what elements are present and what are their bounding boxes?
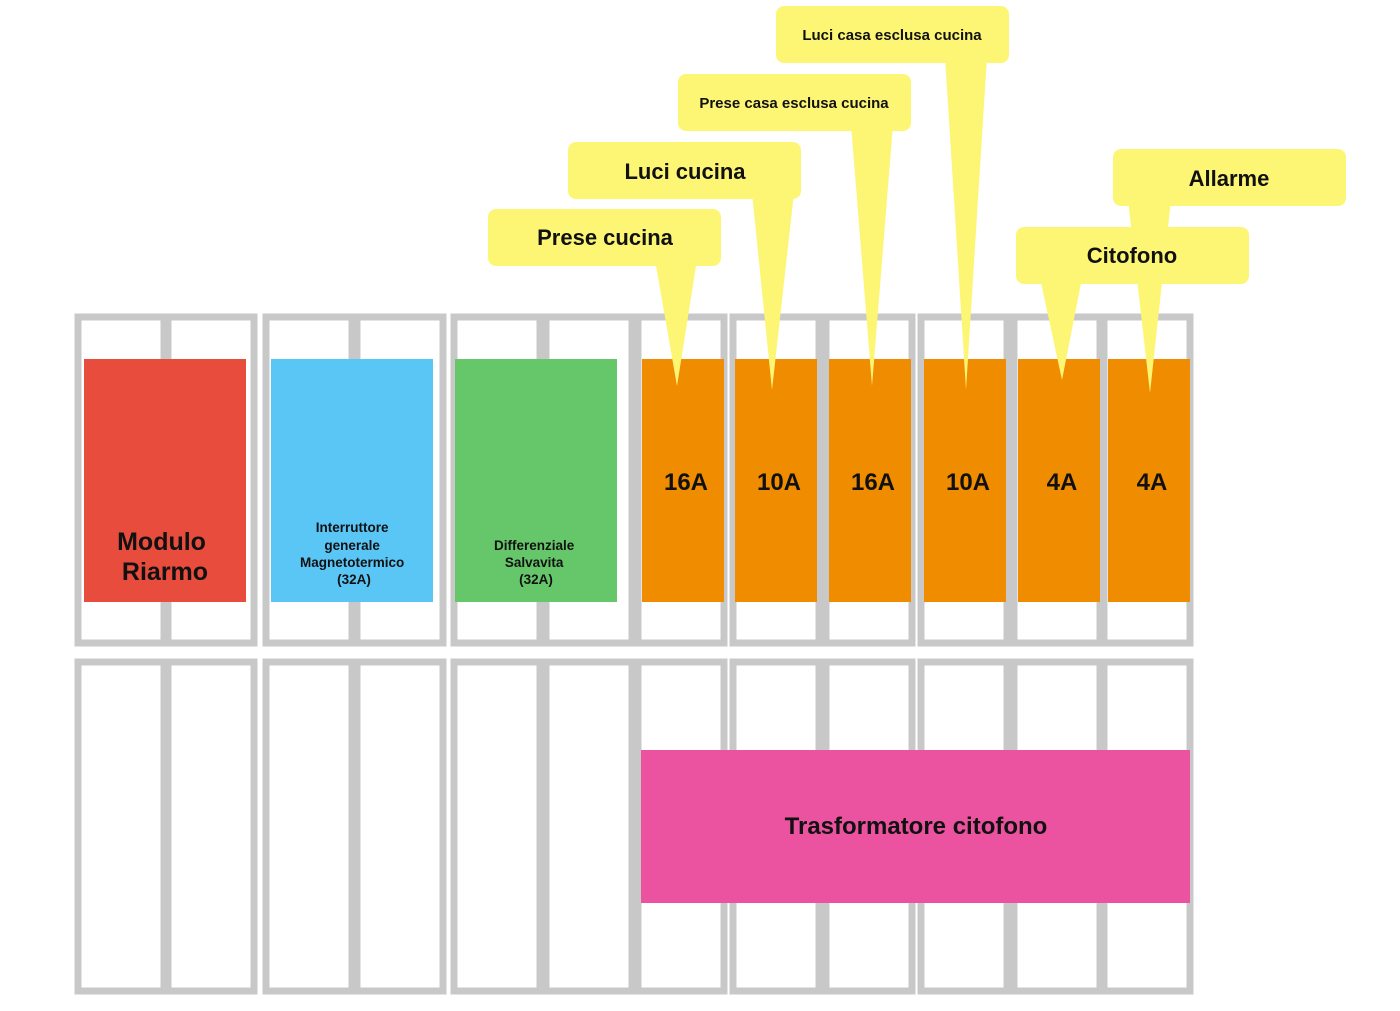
trasformatore-citofono[interactable]: Trasformatore citofono: [641, 750, 1190, 903]
callout-luci-cucina-label: Luci cucina: [624, 159, 746, 184]
callout-citofono: Citofono: [1016, 227, 1249, 380]
differenziale-body: [455, 359, 617, 602]
breaker-6[interactable]: 4A: [1108, 359, 1190, 602]
bottom-slot-5: [450, 658, 544, 995]
differenziale-label-line-2: Salvavita: [505, 555, 564, 570]
breaker-1-rating: 16A: [664, 469, 708, 496]
callout-citofono-label: Citofono: [1087, 243, 1177, 268]
breaker-1[interactable]: 16A: [642, 359, 724, 602]
bottom-slot-2: [164, 658, 258, 995]
breaker-3-body: [829, 359, 911, 602]
differenziale-label-line-1: Differenziale: [494, 538, 575, 553]
callout-allarme-box: [1113, 149, 1346, 206]
callout-luci-cucina-pointer: [752, 193, 794, 390]
modulo-riarmo-label-line-2: Riarmo: [122, 558, 208, 586]
trasformatore-body: [641, 750, 1190, 903]
breaker-4[interactable]: 10A: [924, 359, 1006, 602]
callout-prese-cucina: Prese cucina: [488, 209, 721, 386]
modulo-riarmo-body: [84, 359, 246, 602]
bottom-slot-6: [542, 658, 636, 995]
breaker-2[interactable]: 10A: [735, 359, 817, 602]
interruttore-generale-label-line-3: Magnetotermico: [300, 555, 404, 570]
interruttore-generale-label-line-4: (32A): [337, 572, 371, 587]
callout-citofono-box: [1016, 227, 1249, 284]
bottom-slot-3: [262, 658, 356, 995]
interruttore-generale-body: [271, 359, 433, 602]
breaker-1-body: [642, 359, 724, 602]
breaker-4-rating: 10A: [946, 469, 990, 496]
differenziale-salvavita[interactable]: Differenziale Salvavita (32A): [455, 359, 617, 602]
breaker-2-rating: 10A: [757, 469, 801, 496]
breaker-3[interactable]: 16A: [829, 359, 911, 602]
modulo-riarmo-label-line-1: Modulo: [117, 528, 206, 556]
svg-text:Modulo Riarmo: Modulo Riarmo: [117, 528, 213, 586]
callout-prese-casa-box: [678, 74, 911, 131]
bottom-slot-1: [74, 658, 168, 995]
callout-prese-casa: Prese casa esclusa cucina: [678, 74, 911, 386]
callout-prese-cucina-label: Prese cucina: [537, 225, 674, 250]
bottom-slot-4: [353, 658, 447, 995]
callout-luci-casa-box: [776, 6, 1009, 63]
callout-luci-casa: Luci casa esclusa cucina: [776, 6, 1009, 390]
breaker-3-rating: 16A: [851, 469, 895, 496]
svg-text:Interruttore generale: Interruttore generale Magnetotermico (32…: [300, 520, 408, 587]
callout-allarme-label: Allarme: [1189, 166, 1270, 191]
breaker-5-body: [1018, 359, 1100, 602]
breaker-6-body: [1108, 359, 1190, 602]
callout-luci-cucina: Luci cucina: [568, 142, 801, 390]
svg-text:Differenziale Salvavita: Differenziale Salvavita (32A): [494, 538, 578, 587]
callout-prese-cucina-pointer: [655, 260, 697, 386]
interruttore-generale-label-line-2: generale: [324, 538, 380, 553]
callout-prese-casa-label: Prese casa esclusa cucina: [699, 95, 889, 112]
breaker-6-rating: 4A: [1137, 469, 1168, 496]
trasformatore-label: Trasformatore citofono: [785, 813, 1048, 840]
breaker-2-body: [735, 359, 817, 602]
callout-citofono-pointer: [1040, 278, 1082, 380]
callout-luci-casa-pointer: [945, 57, 987, 390]
callout-prese-casa-pointer: [851, 125, 893, 386]
callout-prese-cucina-box: [488, 209, 721, 266]
differenziale-label-line-3: (32A): [519, 572, 553, 587]
breaker-5-rating: 4A: [1047, 469, 1078, 496]
callout-luci-casa-label: Luci casa esclusa cucina: [802, 27, 982, 44]
breaker-4-body: [924, 359, 1006, 602]
interruttore-generale[interactable]: Interruttore generale Magnetotermico (32…: [271, 359, 433, 602]
breaker-5[interactable]: 4A: [1018, 359, 1100, 602]
modulo-riarmo[interactable]: Modulo Riarmo: [84, 359, 246, 602]
interruttore-generale-label-line-1: Interruttore: [316, 520, 389, 535]
callout-luci-cucina-box: [568, 142, 801, 199]
